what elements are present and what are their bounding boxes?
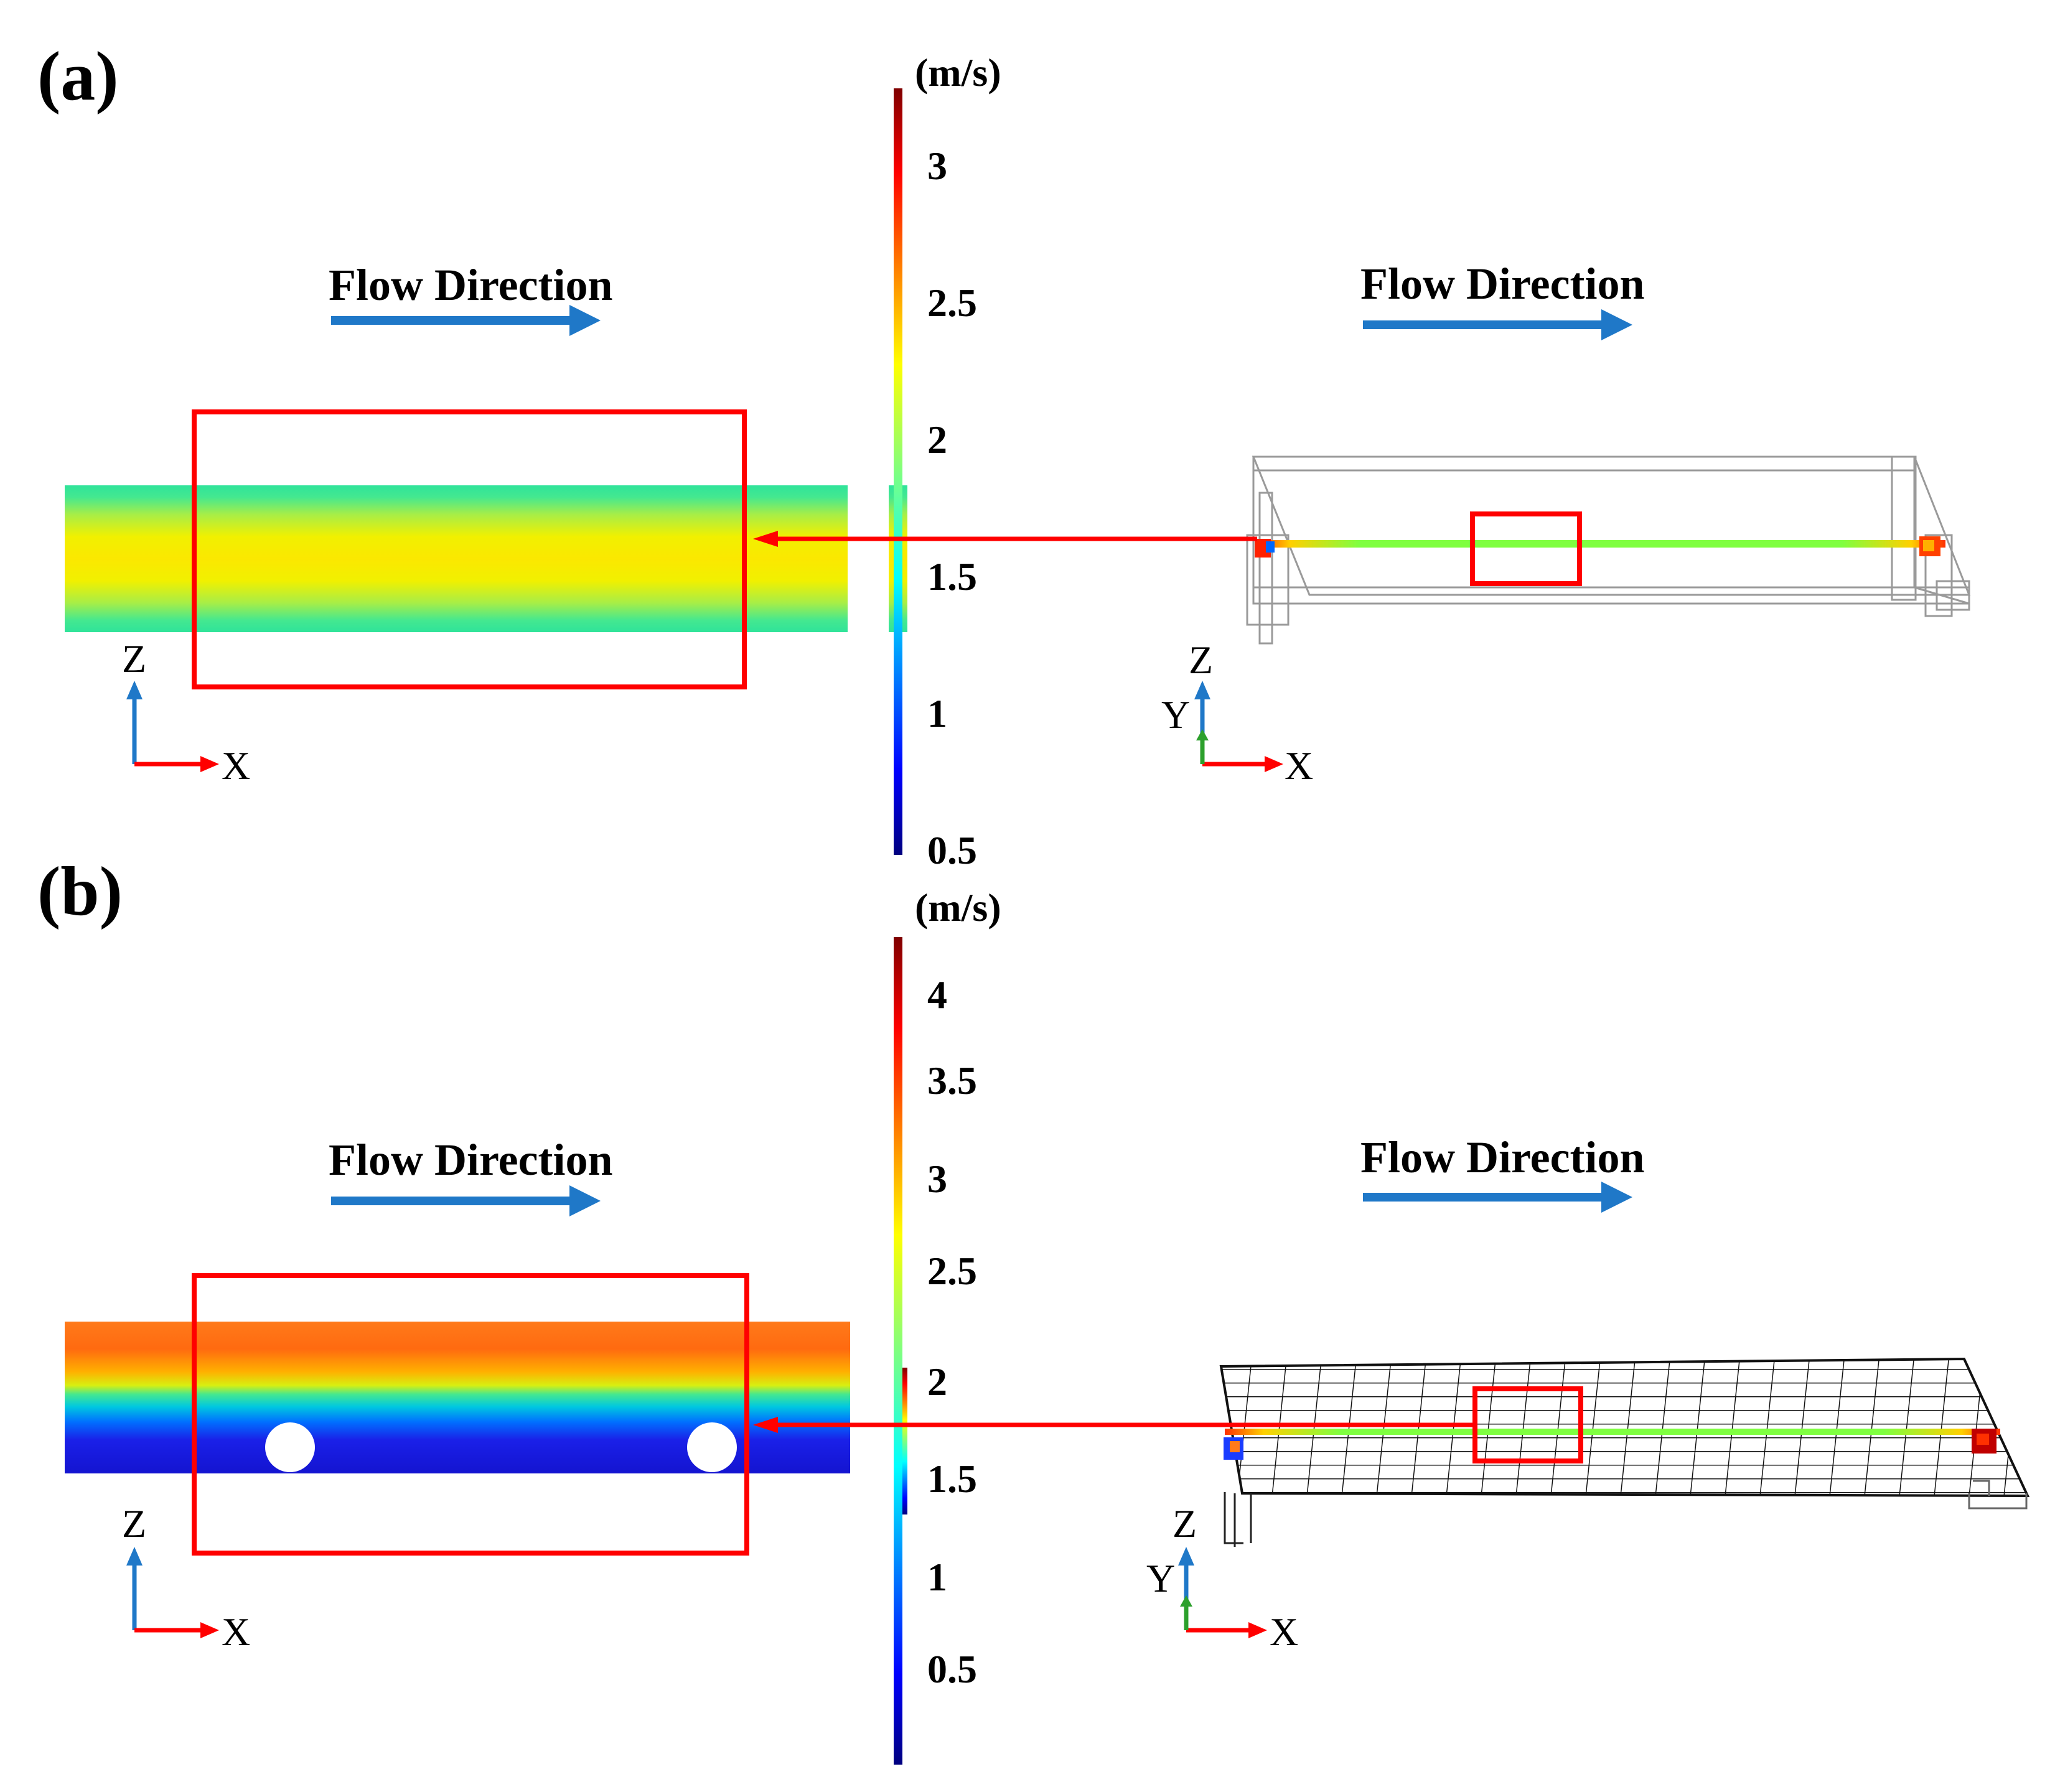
colorbar-tick-a-5: 0.5 bbox=[927, 828, 977, 872]
colorbar-b bbox=[894, 937, 902, 1765]
flow-direction-label-a-right: Flow Direction bbox=[1360, 259, 1645, 309]
colorbar-tick-b-2: 3 bbox=[927, 1157, 947, 1201]
flow-direction-label-a-left: Flow Direction bbox=[329, 260, 613, 310]
velocity-line-b bbox=[1225, 1429, 2000, 1435]
z-axis-label-a-left: Z bbox=[122, 637, 146, 681]
colorbar-ticks-a: 3 2.5 2 1.5 1 0.5 bbox=[927, 144, 977, 872]
colorbar-tick-a-1: 2.5 bbox=[927, 281, 977, 325]
wire-cross-section-right bbox=[687, 1422, 737, 1472]
outlet-hotspot-b bbox=[1972, 1429, 1996, 1454]
colorbar-tick-a-3: 1.5 bbox=[927, 554, 977, 599]
flow-direction-label-b-left: Flow Direction bbox=[329, 1135, 613, 1185]
colorbar-tick-b-5: 1.5 bbox=[927, 1457, 977, 1501]
zoom-link-arrow-b bbox=[753, 1417, 1476, 1433]
colorbar-tick-a-2: 2 bbox=[927, 418, 947, 462]
x-axis-label-a-left: X bbox=[222, 744, 250, 788]
colorbar-tick-a-0: 3 bbox=[927, 144, 947, 188]
colorbar-tick-b-6: 1 bbox=[927, 1555, 947, 1599]
zoom-link-arrow-a bbox=[753, 531, 1257, 547]
flow-direction-arrow-a-right bbox=[1363, 309, 1632, 340]
flow-direction-arrow-b-right bbox=[1363, 1182, 1632, 1213]
axis-indicator-a-left bbox=[126, 681, 219, 772]
x-axis-label-b-right: X bbox=[1270, 1610, 1298, 1654]
colorbar-tick-b-0: 4 bbox=[927, 973, 947, 1017]
wire-cross-section-left bbox=[265, 1422, 315, 1472]
colorbar-tick-b-7: 0.5 bbox=[927, 1647, 977, 1691]
colorbar-tick-b-3: 2.5 bbox=[927, 1249, 977, 1293]
colorbar-unit-b: (m/s) bbox=[915, 885, 1001, 930]
channel-wireframe-a bbox=[1246, 455, 1971, 645]
outlet-hotspot-a bbox=[1919, 536, 1940, 556]
velocity-field-a bbox=[65, 485, 848, 632]
colorbar-tick-b-4: 2 bbox=[927, 1360, 947, 1404]
panel-label-b: (b) bbox=[37, 853, 123, 930]
mesh-model-b bbox=[1219, 1357, 2030, 1547]
flow-direction-arrow-a-left bbox=[331, 305, 601, 336]
z-axis-label-b-left: Z bbox=[122, 1501, 146, 1546]
z-axis-label-a-right: Z bbox=[1189, 638, 1213, 682]
y-axis-label-b-right: Y bbox=[1146, 1556, 1175, 1600]
axis-indicator-a-right bbox=[1194, 681, 1283, 772]
x-axis-label-b-left: X bbox=[222, 1610, 250, 1654]
zoom-box-a-right bbox=[1470, 511, 1582, 586]
axis-indicator-b-left bbox=[126, 1547, 219, 1638]
colorbar-tick-b-1: 3.5 bbox=[927, 1058, 977, 1103]
flow-direction-arrow-b-left bbox=[331, 1185, 601, 1216]
y-axis-label-a-right: Y bbox=[1161, 693, 1190, 737]
colorbar-tick-a-4: 1 bbox=[927, 691, 947, 735]
inlet-hotspot-a bbox=[1255, 539, 1275, 558]
panel-label-a: (a) bbox=[37, 38, 119, 115]
axis-indicator-b-right bbox=[1178, 1547, 1267, 1638]
colorbar-unit-a: (m/s) bbox=[915, 50, 1001, 95]
z-axis-label-b-right: Z bbox=[1173, 1501, 1197, 1546]
inlet-hotspot-b bbox=[1224, 1437, 1243, 1460]
x-axis-label-a-right: X bbox=[1285, 744, 1313, 788]
zoom-box-b-left bbox=[192, 1273, 749, 1556]
velocity-line-a bbox=[1256, 540, 1945, 548]
flow-direction-label-b-right: Flow Direction bbox=[1360, 1132, 1645, 1182]
zoom-box-a-left bbox=[192, 409, 747, 689]
colorbar-a bbox=[894, 88, 902, 855]
colorbar-ticks-b: 4 3.5 3 2.5 2 1.5 1 0.5 bbox=[927, 973, 977, 1691]
